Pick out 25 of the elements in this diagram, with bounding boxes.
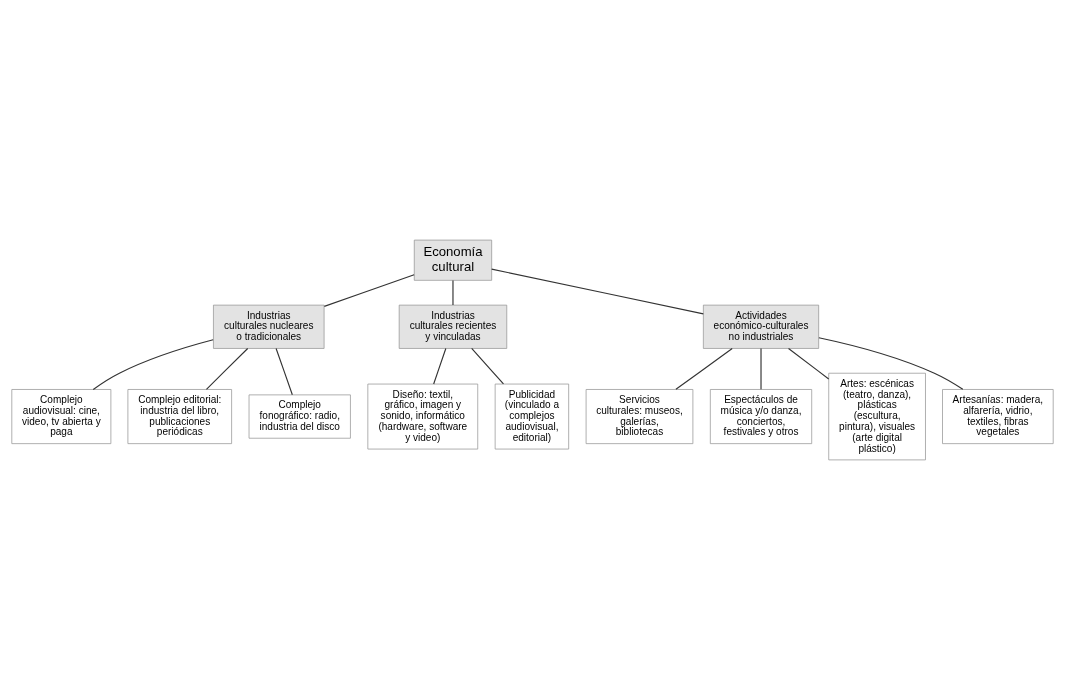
connector (760, 347, 762, 390)
node-box: Actividades económico-culturales no industriales (702, 304, 820, 349)
connector (787, 347, 830, 380)
connector (452, 279, 454, 306)
connector (205, 347, 249, 390)
node-box: Artesanías: madera, alfarería, vidrio, textiles, fibras vegetales (942, 389, 1054, 445)
node-box: Industrias culturales nucleares o tradicionales (213, 304, 325, 349)
connector (92, 339, 214, 391)
node-box: Complejo fonográfico: radio, industria del disco (248, 394, 351, 439)
node-box: Complejo audiovisual: cine, video, tv abierta y paga (11, 389, 112, 445)
node-box: Economía cultural (413, 239, 493, 281)
node-box: Industrias culturales recientes y vinculadas (398, 304, 508, 349)
connector (275, 347, 293, 396)
connector (471, 347, 505, 385)
connector (675, 347, 733, 390)
connector (323, 274, 415, 307)
node-box: Artes: escénicas (teatro, danza), plásticas (escultura, pintura), visuales (arte digital plástico) (828, 372, 926, 461)
node-box: Diseño: textil, gráfico, imagen y sonido, informático (hardware, software y video) (367, 383, 479, 450)
node-box: Complejo editorial: industria del libro, publicaciones periódicas (127, 389, 232, 445)
node-box: Publicidad (vinculado a complejos audiovisual, editorial) (494, 383, 570, 450)
connector (433, 347, 447, 385)
connector (818, 337, 964, 390)
connector (491, 268, 704, 315)
node-box: Servicios culturales: museos, galerías, bibliotecas (585, 389, 694, 445)
node-box: Espectáculos de música y/o danza, conciertos, festivales y otros (709, 389, 813, 445)
